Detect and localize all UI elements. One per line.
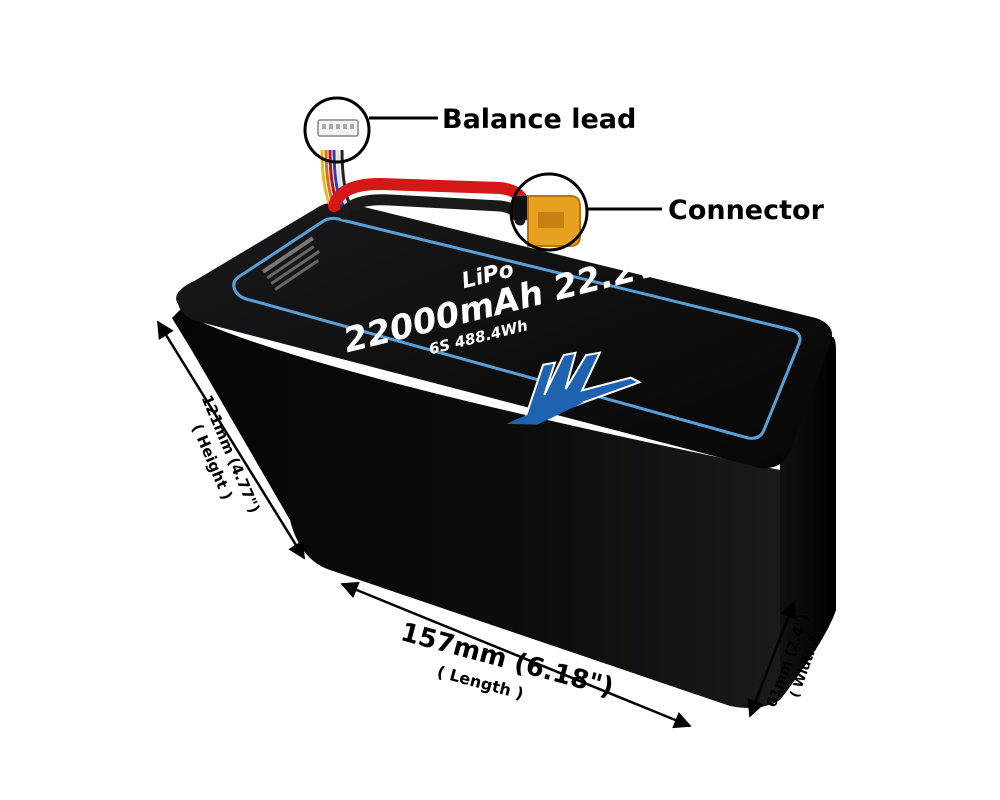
connector-label: Connector: [668, 195, 825, 226]
battery-top-face: [176, 202, 833, 469]
warning-text-block: [262, 236, 321, 291]
balance-lead-callout-circle: [303, 96, 371, 164]
xt-connector-icon: [512, 195, 581, 247]
width-dimension-arrow: [747, 600, 797, 718]
balance-connector-icon: [317, 119, 359, 137]
length-dimension-arrow: [340, 581, 692, 729]
connector-callout-circle: [509, 172, 589, 252]
balance-lead-label: Balance lead: [442, 104, 636, 135]
brand-logo-icon: [506, 351, 643, 425]
label-outline: [232, 216, 802, 440]
height-dimension-arrow: [156, 320, 306, 560]
